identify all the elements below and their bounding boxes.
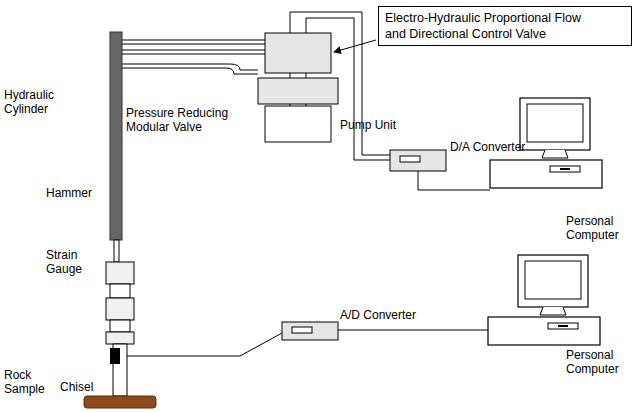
part-label: Personal Computer bbox=[566, 214, 634, 242]
part-label: Hammer bbox=[46, 186, 104, 200]
part-label: Strain Gauge bbox=[46, 248, 104, 276]
part-label: Pressure Reducing Modular Valve bbox=[126, 106, 254, 134]
part-label: Rock Sample bbox=[4, 368, 54, 396]
part-label: Hydraulic Cylinder bbox=[4, 88, 74, 116]
callout-box: Electro-Hydraulic Proportional Flow and … bbox=[378, 6, 632, 46]
callout-text: Electro-Hydraulic Proportional Flow and … bbox=[385, 10, 590, 42]
part-label: Chisel bbox=[60, 380, 106, 394]
part-label: Pump Unit bbox=[340, 118, 420, 132]
part-label: A/D Converter bbox=[340, 308, 440, 322]
part-label: Personal Computer bbox=[566, 348, 634, 376]
part-label: D/A Converter bbox=[450, 140, 550, 154]
